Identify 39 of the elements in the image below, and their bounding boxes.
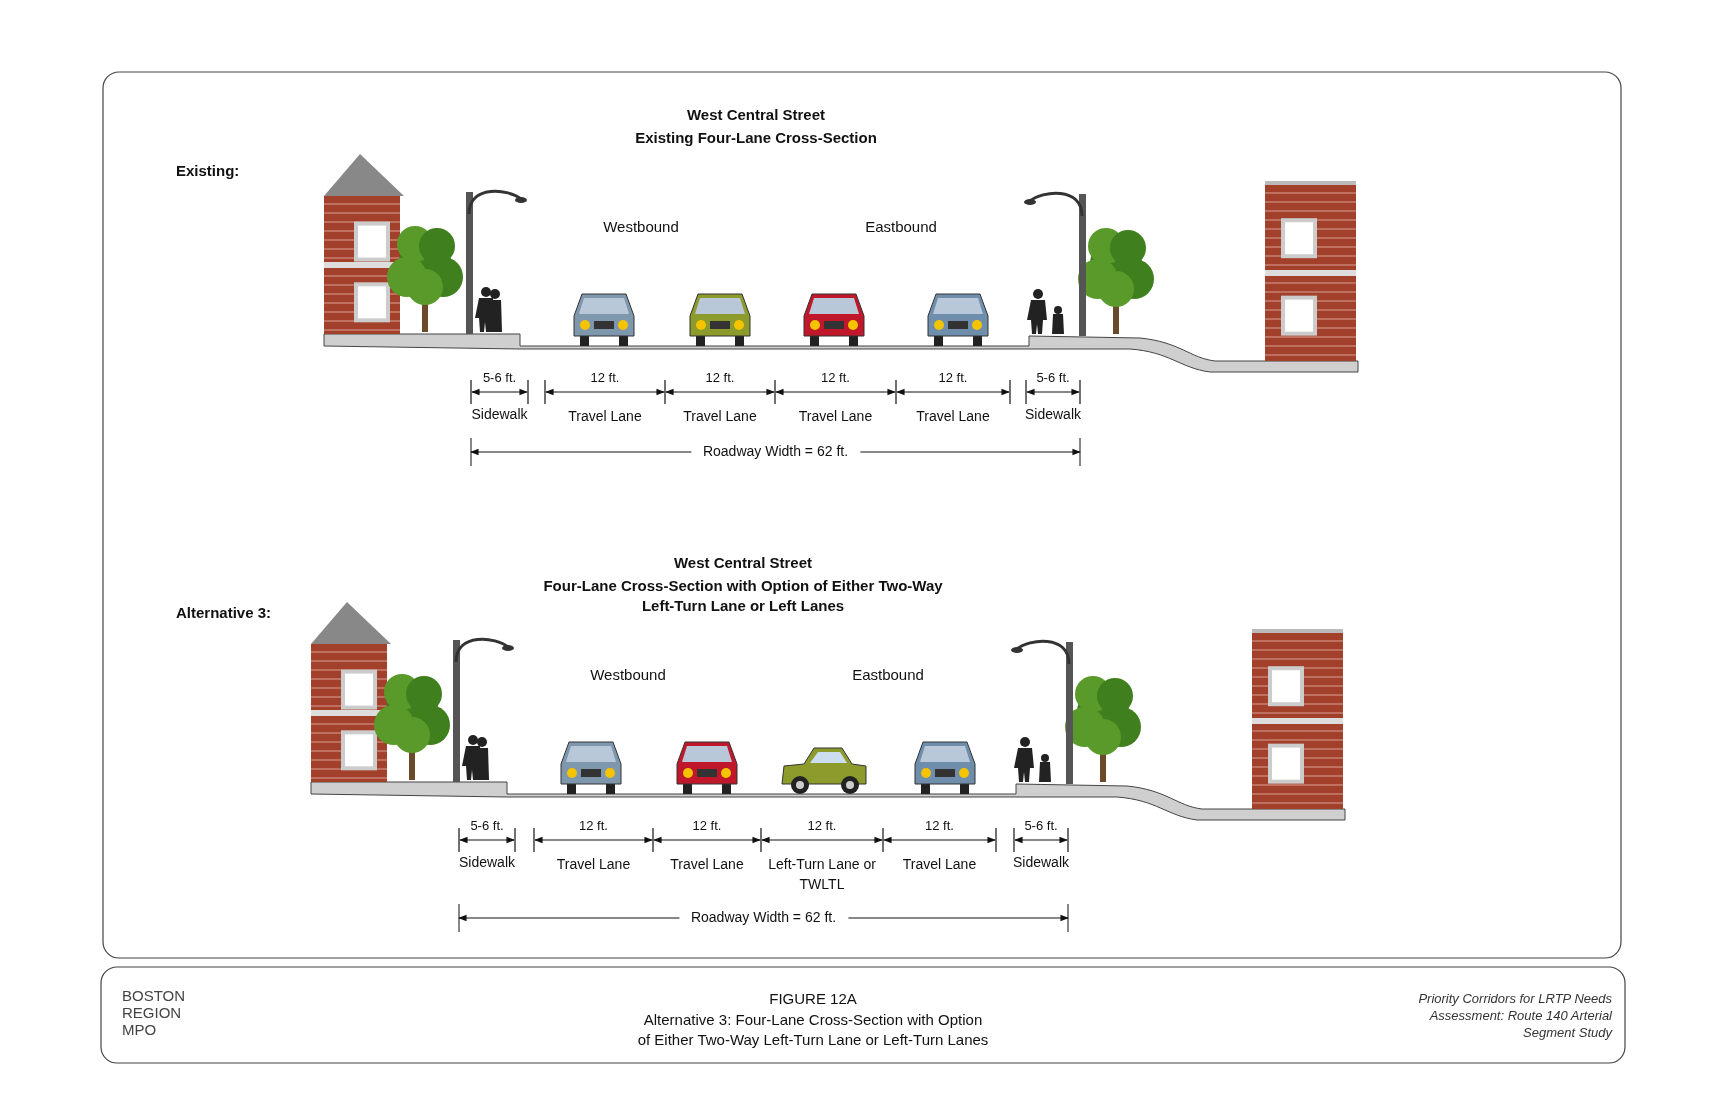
dimension-value: 12 ft. (703, 370, 737, 385)
lane-label: Sidewalk (471, 406, 528, 422)
figure-number: FIGURE 12A (769, 990, 857, 1007)
lane-label: Travel Lane (915, 407, 991, 426)
section-subtitle: Four-Lane Cross-Section with Option of Either Two-Way Left-Turn Lane or Left Lanes (542, 576, 944, 616)
direction-label: Eastbound (852, 666, 924, 683)
lane-label: Travel Lane (555, 855, 632, 874)
dimension-value: 12 ft. (819, 370, 852, 385)
dimension-value: 12 ft. (923, 818, 956, 833)
lane-label: Sidewalk (1013, 854, 1069, 870)
lane-label: Travel Lane (682, 407, 758, 426)
dimension-value: 12 ft. (690, 818, 724, 833)
dimension-value: 5-6 ft. (1034, 370, 1072, 385)
direction-label: Westbound (590, 666, 666, 683)
lane-label: Sidewalk (1025, 406, 1081, 422)
dimension-value: 12 ft. (588, 370, 622, 385)
lane-label: Travel Lane (797, 407, 874, 426)
section-tag: Alternative 3: (176, 604, 272, 621)
section-title: West Central Street (673, 554, 813, 571)
lane-label: Sidewalk (459, 854, 515, 870)
lane-label: Left-Turn Lane or TWLTL (767, 855, 877, 894)
dimension-value: 12 ft. (805, 818, 839, 833)
lane-label: Travel Lane (669, 855, 745, 874)
dimension-value: 5-6 ft. (468, 818, 506, 833)
direction-label: Eastbound (865, 218, 937, 235)
section-subtitle: Existing Four-Lane Cross-Section (634, 128, 878, 148)
dimension-value: 12 ft. (577, 818, 610, 833)
dimension-value: 12 ft. (936, 370, 970, 385)
lane-label: Travel Lane (567, 407, 643, 426)
figure-caption: Alternative 3: Four-Lane Cross-Section with Option of Either Two-Way Left-Turn Lane or Left-Turn Lanes (636, 1010, 990, 1050)
dimension-value: 5-6 ft. (1022, 818, 1060, 833)
study-note: Priority Corridors for LRTP Needs Assessment: Route 140 Arterial Segment Study (1417, 990, 1612, 1041)
direction-label: Westbound (603, 218, 679, 235)
dimension-value: Roadway Width = 62 ft. (678, 909, 849, 925)
organization-name: BOSTON REGION MPO (122, 987, 187, 1038)
section-tag: Existing: (176, 162, 240, 179)
section-title: West Central Street (686, 106, 826, 123)
dimension-value: Roadway Width = 62 ft. (690, 443, 861, 459)
lane-label: Travel Lane (901, 855, 978, 874)
